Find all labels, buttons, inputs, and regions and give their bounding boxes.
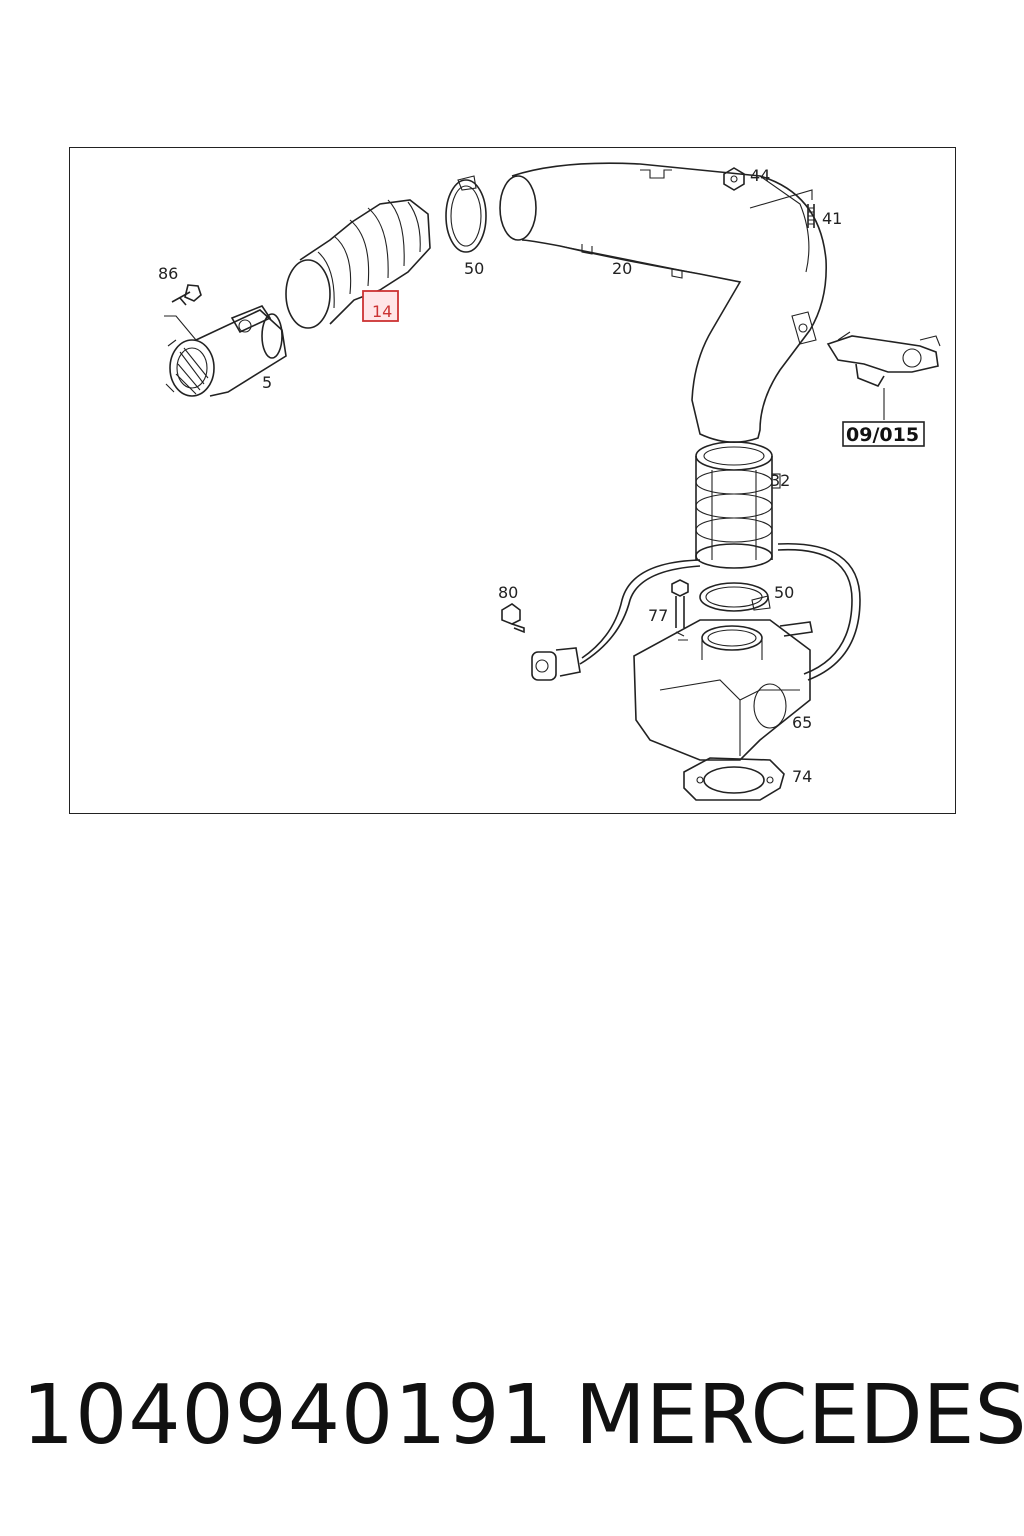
brand-name: MERCEDES — [575, 1368, 1024, 1463]
label-77: 77 — [648, 606, 668, 625]
corrugated-hose-32[interactable] — [695, 441, 781, 569]
intake-bellows-14[interactable] — [285, 199, 431, 329]
hose-clamp-50-top[interactable] — [445, 175, 487, 253]
sensor-assembly[interactable] — [826, 331, 941, 447]
nut-44[interactable] — [723, 167, 745, 191]
intake-pipe-20[interactable] — [499, 162, 827, 443]
gasket-74[interactable] — [683, 757, 785, 801]
label-20: 20 — [612, 259, 632, 278]
air-flow-sensor[interactable] — [165, 305, 287, 397]
label-50-bottom: 50 — [774, 583, 794, 602]
label-74: 74 — [792, 767, 812, 786]
label-86: 86 — [158, 264, 178, 283]
label-44: 44 — [750, 166, 770, 185]
screw-86[interactable] — [164, 284, 202, 341]
fitting-80[interactable] — [501, 603, 525, 634]
label-32: 32 — [770, 471, 790, 490]
label-65: 65 — [792, 713, 812, 732]
label-41: 41 — [822, 209, 842, 228]
label-50-top: 50 — [464, 259, 484, 278]
intake-housing-65[interactable] — [633, 619, 813, 761]
diagram-frame — [69, 147, 956, 814]
label-14: 14 — [372, 302, 392, 321]
part-number: 1040940191 — [22, 1368, 554, 1463]
highlight-box-14[interactable] — [362, 290, 399, 322]
temperature-sensor-cable[interactable] — [531, 542, 861, 681]
label-5: 5 — [262, 373, 272, 392]
hose-clamp-50-bottom[interactable] — [699, 582, 771, 612]
label-80: 80 — [498, 583, 518, 602]
stud-41[interactable] — [749, 189, 815, 228]
reference-09-015[interactable]: 09/015 — [846, 424, 919, 446]
